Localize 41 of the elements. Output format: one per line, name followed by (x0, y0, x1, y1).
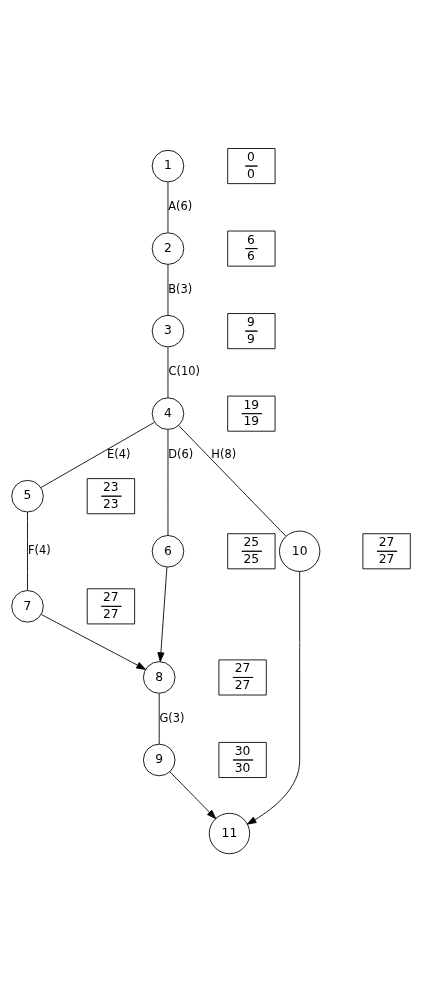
node-box: 27 27 (218, 658, 267, 695)
node-box: 27 27 (362, 532, 411, 569)
node-circle: 8 (142, 660, 176, 694)
connector (158, 692, 160, 744)
node-box: 30 30 (218, 741, 267, 778)
node-circle: 6 (151, 534, 185, 567)
node-circle: 7 (11, 589, 44, 623)
edge-label: F(4) (28, 542, 51, 557)
edge-label: C(10) (168, 363, 200, 378)
node-circle: 5 (11, 479, 44, 512)
arrow (157, 566, 168, 662)
node-box: 0 0 (227, 147, 276, 184)
edge-label: E(4) (107, 446, 131, 461)
node-circle: 3 (151, 314, 185, 347)
node-box: 25 25 (227, 532, 276, 569)
connector (178, 424, 287, 537)
edge-label: G(3) (159, 710, 185, 725)
arrow (40, 613, 146, 670)
edge-label: B(3) (168, 281, 193, 296)
node-circle: 9 (142, 743, 176, 776)
node-box: 6 6 (227, 230, 276, 267)
node-circle: 4 (151, 396, 185, 430)
arrow (246, 570, 301, 825)
connector (167, 428, 169, 536)
arrow (169, 770, 217, 819)
node-box: 19 19 (227, 395, 276, 432)
node-circle: 10 (279, 530, 321, 572)
connector (167, 263, 169, 316)
connector (27, 511, 28, 591)
node-circle: 11 (208, 812, 251, 854)
node-circle: 2 (151, 231, 185, 265)
edge-label: A(6) (168, 198, 193, 213)
node-box: 23 23 (86, 477, 136, 514)
node-circle: 1 (151, 149, 185, 182)
node-box: 9 9 (227, 312, 276, 349)
connector (40, 421, 155, 488)
connector (167, 346, 169, 398)
edge-label: H(8) (211, 446, 237, 461)
connector (167, 181, 169, 233)
edge-label: D(6) (168, 446, 194, 461)
node-box: 27 27 (86, 587, 136, 624)
